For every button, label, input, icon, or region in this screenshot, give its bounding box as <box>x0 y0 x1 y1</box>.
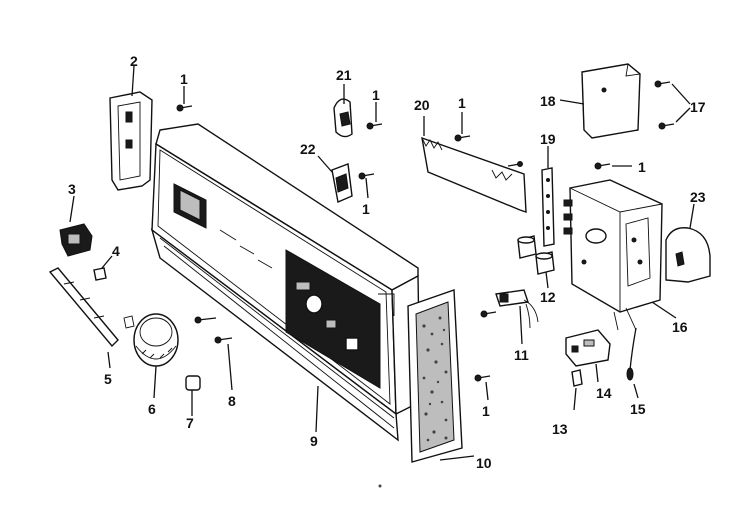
callout-7: 7 <box>186 415 194 431</box>
callout-labels: 1 2 21 1 20 1 18 17 22 19 1 3 23 1 4 12 … <box>68 53 706 471</box>
part-10-vent-panel <box>407 289 475 463</box>
part-15-wire-lead <box>626 327 639 399</box>
callout-1: 1 <box>638 159 646 175</box>
callout-3: 3 <box>68 181 76 197</box>
part-2-bracket <box>109 65 153 191</box>
callout-17: 17 <box>690 99 706 115</box>
part-18-cover <box>559 63 641 139</box>
callout-5: 5 <box>104 371 112 387</box>
callout-1: 1 <box>482 403 490 419</box>
callout-14: 14 <box>596 385 612 401</box>
part-11-connector <box>495 289 539 345</box>
callout-22: 22 <box>300 141 316 157</box>
callout-20: 20 <box>414 97 430 113</box>
part-5-slide-bar <box>48 267 119 369</box>
callout-6: 6 <box>148 401 156 417</box>
callout-15: 15 <box>630 401 646 417</box>
callout-1: 1 <box>372 87 380 103</box>
part-21-clip <box>333 84 353 138</box>
callout-8: 8 <box>228 393 236 409</box>
callout-19: 19 <box>540 131 556 147</box>
part-8-screws <box>194 316 233 391</box>
part-14-terminal-block <box>565 329 611 383</box>
part-20-bracket <box>421 116 527 213</box>
callout-2: 2 <box>130 53 138 69</box>
part-17-screws <box>654 80 691 130</box>
part-7-cap <box>185 375 201 416</box>
callout-10: 10 <box>476 455 492 471</box>
callout-16: 16 <box>672 319 688 335</box>
part-13-terminal <box>571 369 583 411</box>
callout-4: 4 <box>112 243 120 259</box>
callout-21: 21 <box>336 67 352 83</box>
callout-13: 13 <box>552 421 568 437</box>
part-6-knob <box>123 313 179 399</box>
callout-11: 11 <box>514 347 529 363</box>
callout-1: 1 <box>362 201 370 217</box>
part-12-spacers <box>517 235 555 289</box>
speck-dot <box>378 484 382 488</box>
part-23-cap <box>665 203 711 283</box>
callout-23: 23 <box>690 189 706 205</box>
callout-12: 12 <box>540 289 556 305</box>
callout-9: 9 <box>310 433 318 449</box>
callout-1: 1 <box>180 71 188 87</box>
part-3-switch <box>59 195 93 257</box>
part-19-strip <box>541 146 555 247</box>
part-4-clip <box>93 255 113 281</box>
part-16-timer <box>563 179 677 331</box>
part-1-screws <box>176 86 632 401</box>
callout-1: 1 <box>458 95 466 111</box>
part-9-control-panel <box>150 123 421 442</box>
part-22-clip <box>317 155 353 203</box>
callout-18: 18 <box>540 93 556 109</box>
